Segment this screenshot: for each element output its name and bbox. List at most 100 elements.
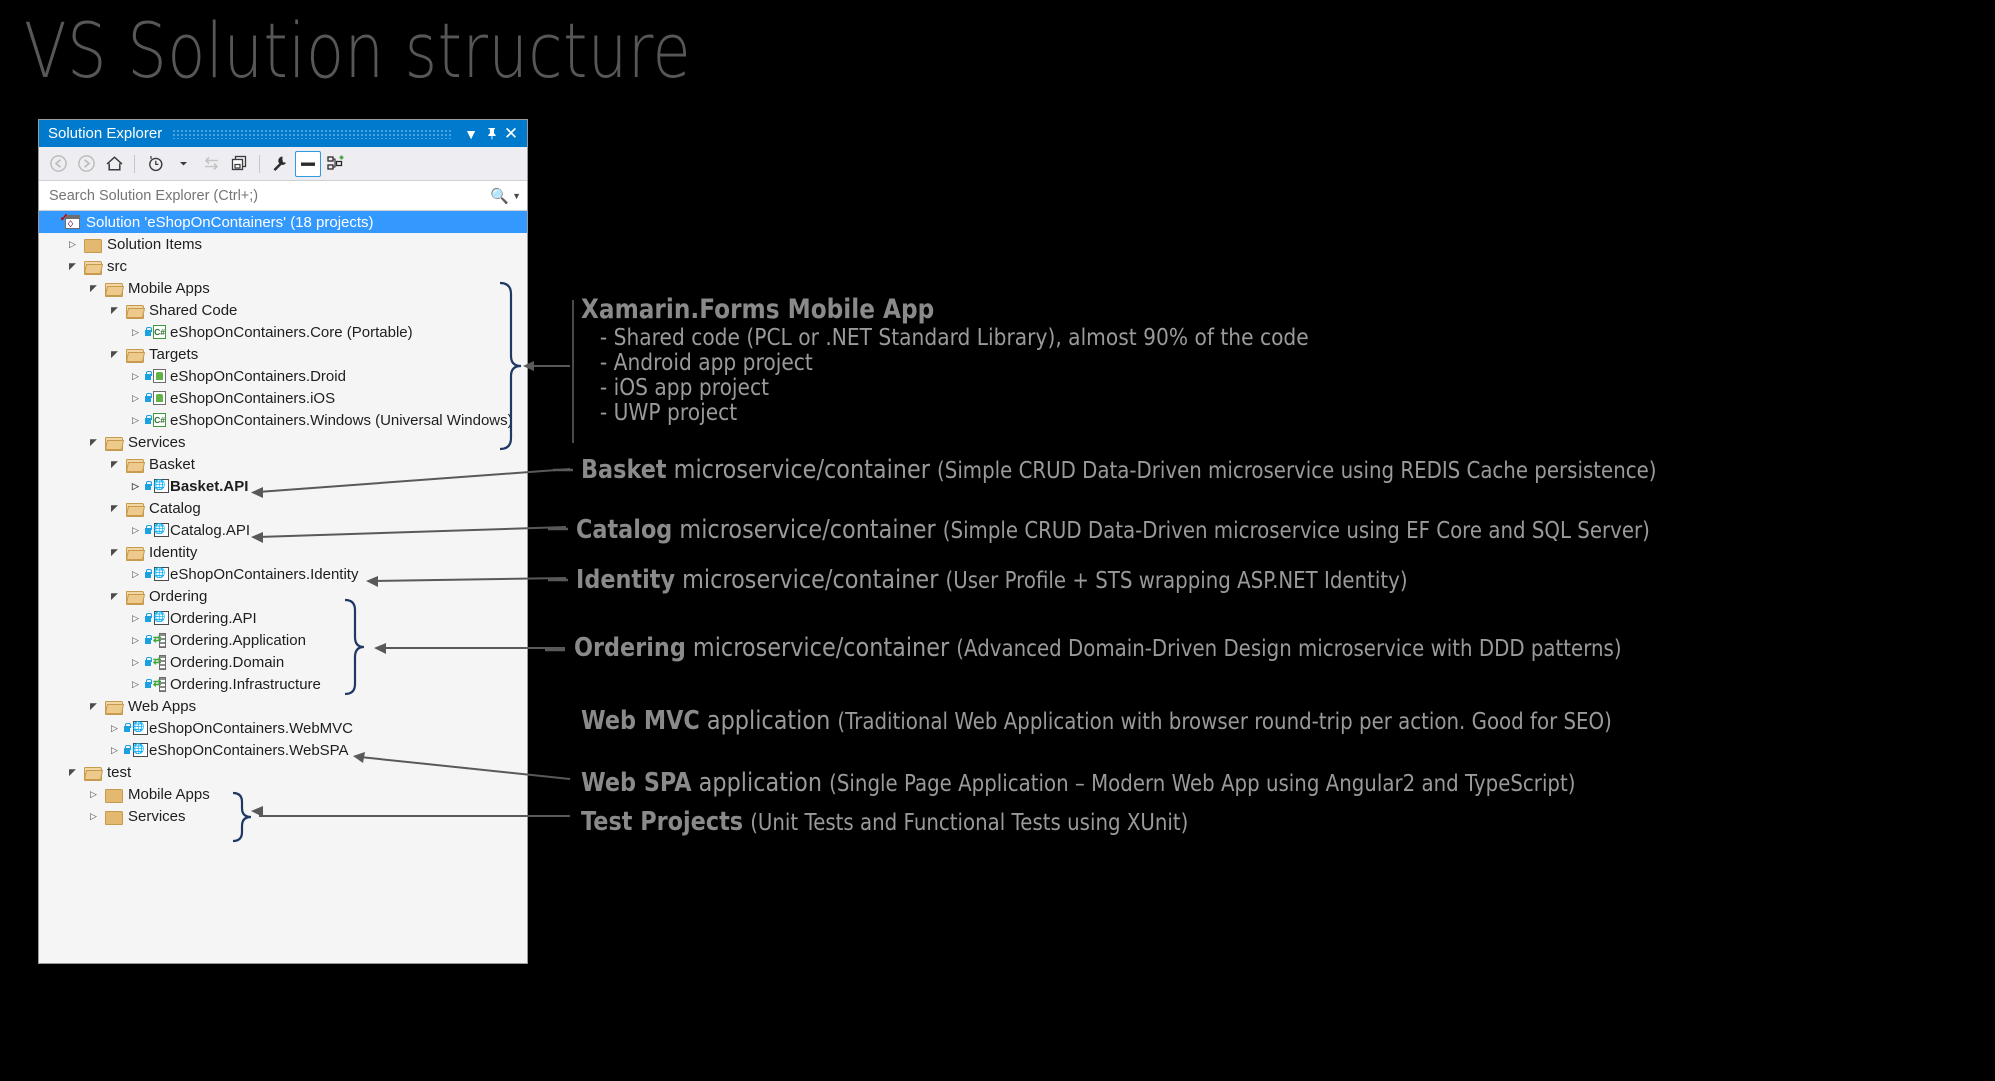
tree-item[interactable]: ▷Basket.API — [39, 475, 527, 497]
expander-collapsed-icon[interactable]: ▷ — [132, 568, 139, 579]
tree-item[interactable]: ▷Ordering.API — [39, 607, 527, 629]
lock-icon — [144, 415, 152, 425]
search-bar[interactable]: 🔍 ▼ — [39, 181, 527, 211]
lock-icon — [123, 745, 131, 755]
pending-changes-icon[interactable] — [142, 151, 168, 177]
annotation-catalog-paren: (Simple CRUD Data-Driven microservice us… — [942, 518, 1650, 544]
tree-item[interactable]: ▷C#eShopOnContainers.Core (Portable) — [39, 321, 527, 343]
tree-item[interactable]: ◤Targets — [39, 343, 527, 365]
expander-expanded-icon[interactable]: ◤ — [90, 700, 97, 711]
tree-item[interactable]: ◤Mobile Apps — [39, 277, 527, 299]
tree-item[interactable]: ▷ Mobile Apps — [39, 783, 527, 805]
annotation-ordering-bold: Ordering — [574, 633, 686, 663]
tree-item[interactable]: ◤Shared Code — [39, 299, 527, 321]
tree-item[interactable]: ▷C#eShopOnContainers.Windows (Universal … — [39, 409, 527, 431]
expander-expanded-icon[interactable]: ◤ — [111, 304, 118, 315]
pending-changes-dropdown-icon[interactable] — [170, 151, 196, 177]
expander-collapsed-icon[interactable]: ▷ — [132, 656, 139, 667]
expander-collapsed-icon[interactable]: ▷ — [111, 744, 118, 755]
tree-item[interactable]: ▷Catalog.API — [39, 519, 527, 541]
tree-item[interactable]: ◤Basket — [39, 453, 527, 475]
tree-item-label: Services — [128, 807, 186, 825]
show-all-files-icon[interactable] — [295, 150, 321, 177]
annotation-identity: Identity microservice/container (User Pr… — [576, 565, 1408, 595]
expander-collapsed-icon[interactable]: ▷ — [132, 370, 139, 381]
expander-collapsed-icon[interactable]: ▷ — [132, 634, 139, 645]
tree-item[interactable]: ▷Ordering.Domain — [39, 651, 527, 673]
sync-with-active-document-icon[interactable] — [198, 151, 224, 177]
expander-collapsed-icon[interactable]: ▷ — [132, 524, 139, 535]
tree-item[interactable]: ◤Identity — [39, 541, 527, 563]
solution-tree[interactable]: ♢✓Solution 'eShopOnContainers' (18 proje… — [39, 211, 527, 963]
back-icon[interactable] — [45, 151, 71, 177]
expander-collapsed-icon[interactable]: ▷ — [90, 810, 97, 821]
pin-icon[interactable] — [481, 123, 501, 145]
search-icon[interactable]: 🔍 — [490, 187, 510, 205]
chevron-down-icon[interactable]: ▼ — [464, 125, 478, 142]
chevron-down-icon-search[interactable]: ▼ — [512, 190, 521, 201]
tree-item[interactable]: ▷eShopOnContainers.WebMVC — [39, 717, 527, 739]
csharp-project-icon: C# — [153, 413, 166, 427]
tree-item[interactable]: ◤src — [39, 255, 527, 277]
tree-item-label: eShopOnContainers.WebSPA — [149, 741, 349, 759]
android-project-icon — [153, 369, 166, 383]
tree-item[interactable]: ◤Web Apps — [39, 695, 527, 717]
folder-open-icon — [125, 546, 144, 561]
expander-expanded-icon[interactable]: ◤ — [69, 766, 76, 777]
tree-item[interactable]: ▷eShopOnContainers.Droid — [39, 365, 527, 387]
expander-collapsed-icon[interactable]: ▷ — [132, 392, 139, 403]
expander-collapsed-icon[interactable]: ▷ — [132, 414, 139, 425]
tree-item-icon — [123, 721, 148, 735]
home-icon[interactable] — [101, 151, 127, 177]
collapse-all-icon[interactable] — [323, 151, 349, 177]
annotation-identity-bold: Identity — [576, 565, 676, 595]
annotation-webmvc-paren: (Traditional Web Application with browse… — [837, 709, 1612, 735]
tree-item[interactable]: ▷eShopOnContainers.iOS — [39, 387, 527, 409]
expander-expanded-icon[interactable]: ◤ — [111, 502, 118, 513]
expander-expanded-icon[interactable]: ◤ — [90, 436, 97, 447]
tree-item-icon — [123, 590, 145, 605]
expander-collapsed-icon[interactable]: ▷ — [111, 722, 118, 733]
expander-expanded-icon[interactable]: ◤ — [69, 260, 76, 271]
lock-icon — [144, 525, 152, 535]
titlebar-drag-dots — [172, 128, 451, 139]
tree-item-icon — [123, 348, 145, 363]
tree-item[interactable]: ◤Ordering — [39, 585, 527, 607]
expander-collapsed-icon[interactable]: ▷ — [132, 678, 139, 689]
tree-item[interactable]: ♢✓Solution 'eShopOnContainers' (18 proje… — [39, 211, 527, 233]
tree-item[interactable]: ▷ Services — [39, 805, 527, 827]
lock-icon — [144, 679, 152, 689]
lock-icon — [144, 481, 152, 491]
tree-item[interactable]: ◤Catalog — [39, 497, 527, 519]
tree-item[interactable]: ▷eShopOnContainers.Identity — [39, 563, 527, 585]
preview-selected-items-icon[interactable] — [267, 151, 293, 177]
solution-explorer-title: Solution Explorer — [48, 125, 163, 142]
expander-expanded-icon[interactable]: ◤ — [111, 348, 118, 359]
expander-expanded-icon[interactable]: ◤ — [111, 458, 118, 469]
close-icon[interactable]: ✕ — [503, 123, 519, 143]
folder-open-icon — [125, 348, 144, 363]
tree-item[interactable]: ▷ eShopOnContainers.WebSPA — [39, 739, 527, 761]
expander-expanded-icon[interactable]: ◤ — [111, 546, 118, 557]
tree-item[interactable]: ▷Ordering.Infrastructure — [39, 673, 527, 695]
annotation-xamarin-bullet-1: - Android app project — [599, 348, 813, 376]
annotation-xamarin-bullet-2: - iOS app project — [599, 373, 770, 401]
expander-collapsed-icon[interactable]: ▷ — [132, 480, 139, 491]
tree-item[interactable]: ◤test — [39, 761, 527, 783]
library-project-icon — [153, 655, 166, 670]
expander-expanded-icon[interactable]: ◤ — [90, 282, 97, 293]
tree-item[interactable]: ◤Services — [39, 431, 527, 453]
tree-item[interactable]: ▷Ordering.Application — [39, 629, 527, 651]
forward-icon[interactable] — [73, 151, 99, 177]
search-input[interactable] — [47, 186, 491, 205]
expander-collapsed-icon[interactable]: ▷ — [90, 788, 97, 799]
expander-collapsed-icon[interactable]: ▷ — [132, 612, 139, 623]
tree-item-label: Mobile Apps — [128, 785, 210, 803]
expander-collapsed-icon[interactable]: ▷ — [69, 238, 76, 249]
expander-collapsed-icon[interactable]: ▷ — [132, 326, 139, 337]
folder-closed-icon — [83, 238, 102, 253]
folder-open-icon — [104, 700, 123, 715]
properties-icon[interactable] — [226, 151, 252, 177]
tree-item[interactable]: ▷Solution Items — [39, 233, 527, 255]
expander-expanded-icon[interactable]: ◤ — [111, 590, 118, 601]
